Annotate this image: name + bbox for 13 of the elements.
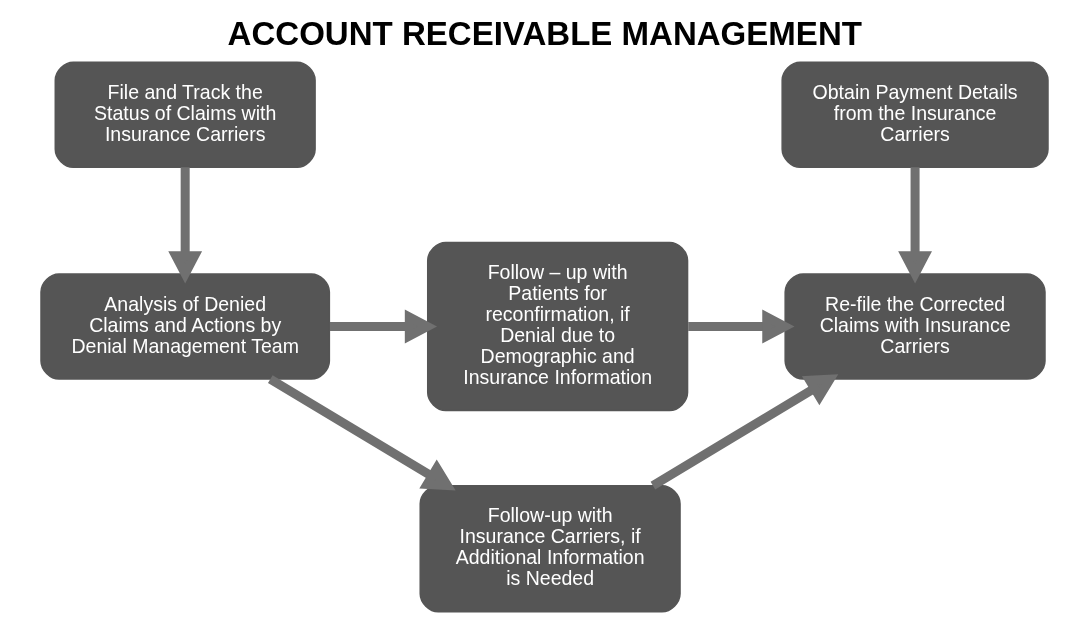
arrow bbox=[650, 374, 838, 490]
node-box: Re-file the Corrected Claims with Insurance Carriers bbox=[783, 273, 1046, 380]
arrow bbox=[687, 309, 794, 344]
node-box: Obtain Payment Details from the Insurance Carriers bbox=[780, 61, 1049, 169]
node-box: Follow – up with Patients for reconfirmation, if Denial due to Demographic and Insurance Information bbox=[426, 241, 688, 412]
node-box: File and Track the Status of Claims with Insurance Carriers bbox=[54, 61, 316, 169]
node-box: Follow-up with Insurance Carriers, if Additional Information is Needed bbox=[418, 484, 681, 613]
node-box: Analysis of Denied Claims and Actions by Denial Management Team bbox=[39, 273, 330, 380]
arrow bbox=[267, 375, 456, 491]
diagram-title: ACCOUNT RECEIVABLE MANAGEMENT bbox=[227, 15, 862, 53]
arrow bbox=[329, 309, 437, 344]
arrow bbox=[167, 167, 202, 284]
arrow bbox=[897, 167, 932, 284]
